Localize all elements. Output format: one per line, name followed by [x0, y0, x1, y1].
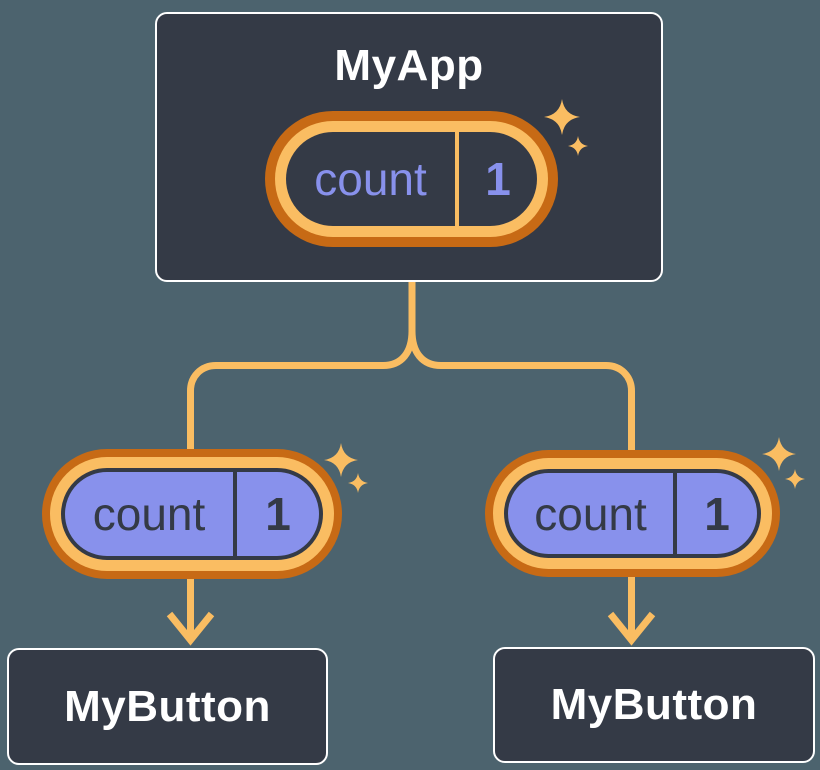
pill-body: count 1: [286, 132, 537, 226]
component-title: MyButton: [550, 680, 758, 729]
pill-divider: [673, 473, 677, 554]
pill-label: count: [92, 488, 206, 540]
pill-value: 1: [265, 488, 291, 540]
component-node-left: MyButton: [7, 648, 328, 765]
pill-body: count 1: [61, 468, 323, 560]
arrow-right-icon: [607, 611, 656, 646]
pill-label: count: [314, 153, 427, 205]
pill-label: count: [534, 487, 647, 540]
pill-divider: [455, 132, 459, 226]
pill-body: count 1: [504, 469, 761, 558]
prop-pill-left: count 1: [42, 449, 342, 579]
arrow-left-icon: [166, 611, 215, 646]
component-title: MyApp: [334, 41, 484, 90]
pill-value: 1: [485, 153, 511, 205]
prop-pill-right: count 1: [485, 450, 780, 577]
pill-value: 1: [704, 487, 730, 540]
state-pill-root: count 1: [265, 111, 558, 247]
component-node-right: MyButton: [493, 647, 815, 763]
component-title: MyButton: [64, 681, 271, 731]
